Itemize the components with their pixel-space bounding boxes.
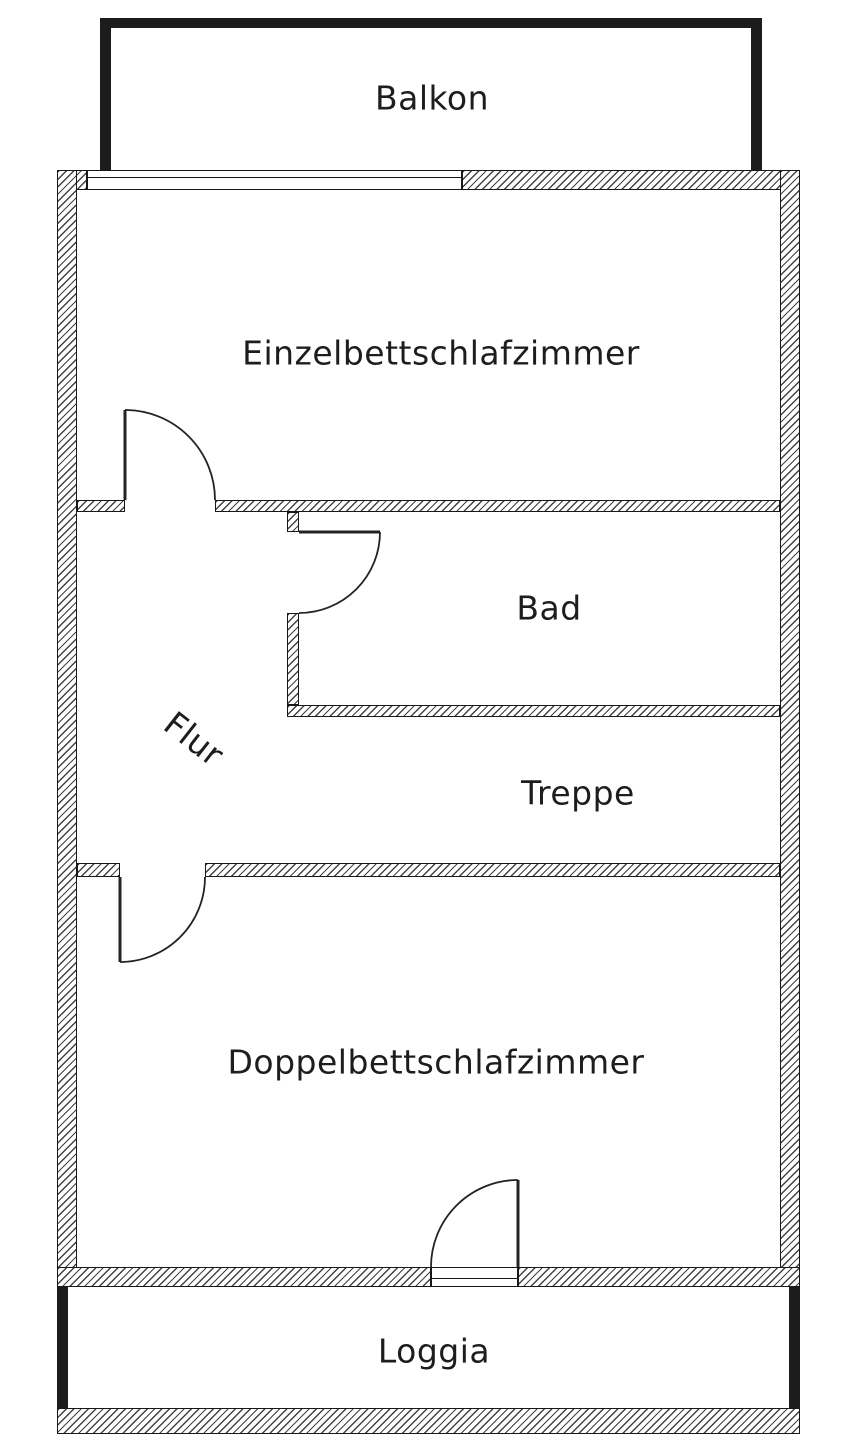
wall-einzel-flur-left-segment (77, 500, 125, 512)
balcony-wall-right (751, 18, 762, 171)
threshold-line (432, 1277, 517, 1279)
outer-wall-right (780, 170, 800, 1287)
wall-einzel-bad-right-segment (215, 500, 780, 512)
wall-treppe-doppel-right-segment (205, 863, 780, 877)
wall-bad-left-upper-stub (287, 512, 299, 532)
room-flur (77, 512, 287, 863)
balcony-wall-left (100, 18, 111, 171)
window-glass-line (88, 176, 461, 178)
room-label-loggia: Loggia (377, 1331, 491, 1371)
room-label-treppe: Treppe (521, 773, 635, 813)
loggia-wall-left (57, 1287, 68, 1408)
outer-wall-top-right-segment (462, 170, 800, 190)
balcony-wall-top (100, 18, 762, 28)
loggia-wall-bottom (57, 1408, 800, 1434)
wall-bad-left-lower-segment (287, 613, 299, 705)
outer-wall-bottom-left-segment (57, 1267, 431, 1287)
room-label-balkon: Balkon (374, 78, 490, 118)
room-label-einzelbettschlafzimmer: Einzelbettschlafzimmer (242, 333, 640, 373)
wall-flur-doppel-left-segment (77, 863, 120, 877)
wall-bad-bottom (287, 705, 780, 717)
loggia-door-threshold (431, 1267, 518, 1287)
room-label-doppelbettschlafzimmer: Doppelbettschlafzimmer (227, 1042, 645, 1082)
room-label-bad: Bad (516, 588, 582, 628)
window-top (87, 170, 462, 190)
outer-wall-left (57, 170, 77, 1287)
outer-wall-bottom-right-segment (518, 1267, 800, 1287)
loggia-wall-right (789, 1287, 800, 1408)
